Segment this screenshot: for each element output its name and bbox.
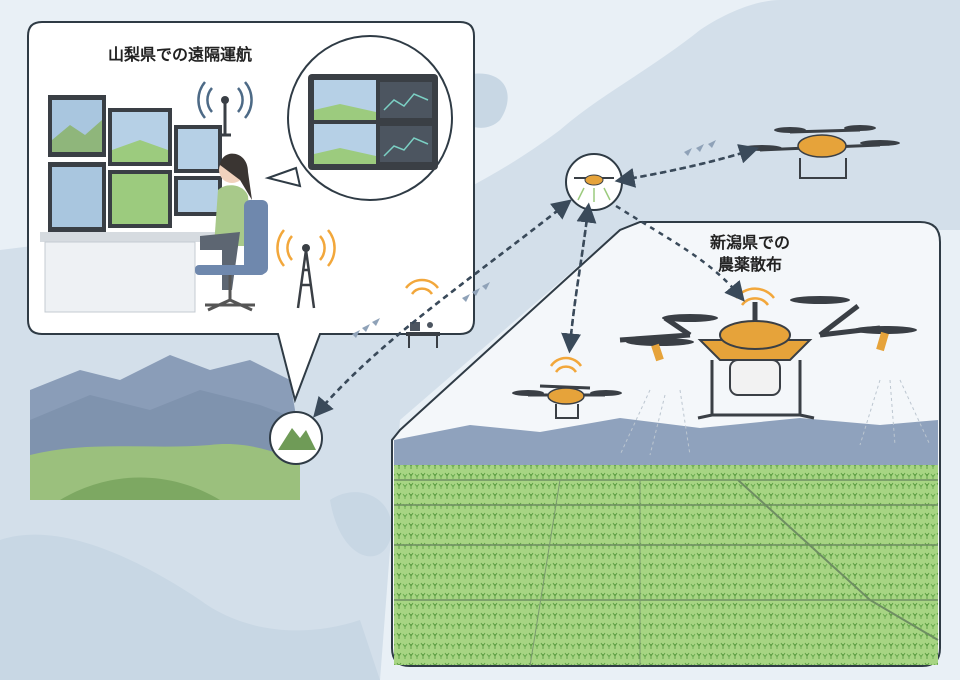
yamanashi-landscape bbox=[30, 355, 300, 500]
yamanashi-control-room-panel bbox=[27, 21, 475, 404]
monitor-wall bbox=[48, 95, 222, 232]
connection-arrows bbox=[313, 144, 760, 418]
monitor-zoom-bubble bbox=[264, 35, 453, 201]
niigata-label-line2: 農薬散布 bbox=[717, 255, 782, 274]
yamanashi-operation-label: 山梨県での遠隔運航 bbox=[107, 45, 252, 64]
wifi-signal-icon bbox=[405, 278, 439, 295]
niigata-label-line1: 新潟県での bbox=[709, 233, 790, 252]
direction-chevrons bbox=[352, 140, 716, 338]
small-operator-desk-icon bbox=[406, 322, 440, 348]
niigata-spraying-label: 新潟県での 農薬散布 bbox=[690, 232, 810, 276]
operator-person bbox=[195, 153, 268, 312]
drone-hub-icon bbox=[565, 153, 623, 211]
mountain-location-icon bbox=[269, 411, 323, 465]
spraying-drone-small bbox=[512, 356, 622, 419]
niigata-field-panel bbox=[391, 221, 941, 667]
radio-tower-icon bbox=[276, 229, 336, 309]
flying-drone-sky bbox=[742, 125, 900, 179]
signal-tower-icon bbox=[197, 81, 253, 137]
spraying-drone-large bbox=[619, 287, 931, 456]
